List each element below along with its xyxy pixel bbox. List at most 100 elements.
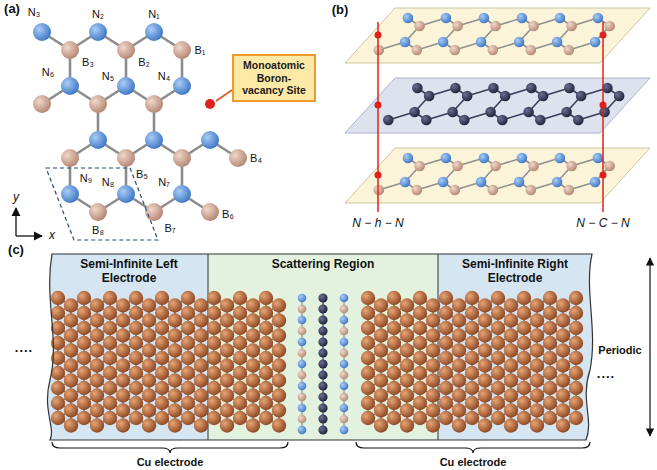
bracket-label: Cu electrode <box>440 456 507 469</box>
atom <box>441 13 452 24</box>
cu-atom <box>478 313 492 327</box>
atom <box>318 359 327 368</box>
atom-label: N₉ <box>80 172 92 185</box>
atom <box>517 13 528 24</box>
cu-atom <box>439 306 453 320</box>
cu-atom <box>181 351 195 365</box>
atom <box>400 37 411 48</box>
cu-atom <box>569 381 583 395</box>
cu-atom <box>233 291 247 305</box>
atom <box>340 327 349 336</box>
atom <box>318 425 327 434</box>
atom <box>479 153 490 164</box>
cu-atom <box>517 411 531 425</box>
cu-atom <box>272 403 286 417</box>
cu-atom <box>77 336 91 350</box>
cu-atom <box>426 403 440 417</box>
cu-atom <box>64 403 78 417</box>
cu-atom <box>387 396 401 410</box>
cu-atom <box>517 351 531 365</box>
atom <box>340 349 349 358</box>
cu-atom <box>504 298 518 312</box>
cu-atom <box>246 313 260 327</box>
atom <box>318 326 327 335</box>
cu-atom <box>452 358 466 372</box>
atom <box>488 45 499 56</box>
cu-atom <box>400 343 414 357</box>
cu-atom <box>413 411 427 425</box>
cu-atom <box>478 343 492 357</box>
cu-atom <box>129 411 143 425</box>
cu-atom <box>168 388 182 402</box>
cu-atom <box>90 358 104 372</box>
cu-atom <box>168 358 182 372</box>
cu-atom <box>246 373 260 387</box>
cu-atom <box>426 343 440 357</box>
cu-atom <box>168 343 182 357</box>
cu-atom <box>220 403 234 417</box>
atom <box>438 177 449 188</box>
alignment-dot <box>600 102 607 109</box>
cu-atom <box>194 388 208 402</box>
atom <box>452 21 463 32</box>
atom <box>173 41 191 59</box>
atom <box>555 13 566 24</box>
cu-atom <box>439 351 453 365</box>
bracket-label: Cu electrode <box>137 456 204 469</box>
cu-atom <box>465 381 479 395</box>
cu-atom <box>400 313 414 327</box>
cu-atom <box>530 388 544 402</box>
cu-atom <box>543 351 557 365</box>
cu-atom <box>155 306 169 320</box>
atom <box>573 115 584 126</box>
cu-atom <box>530 358 544 372</box>
cu-atom <box>51 396 65 410</box>
cu-atom <box>246 403 260 417</box>
atom <box>488 185 499 196</box>
cu-atom <box>259 321 273 335</box>
atom <box>590 177 601 188</box>
device-bands <box>40 250 608 445</box>
cu-atom <box>478 418 492 432</box>
cu-atom <box>465 291 479 305</box>
cu-atom <box>246 298 260 312</box>
cu-atom <box>220 358 234 372</box>
layer-plane <box>345 8 650 63</box>
cu-atom <box>426 328 440 342</box>
atom <box>552 177 563 188</box>
cu-atom <box>116 418 130 432</box>
alignment-dot <box>375 32 382 39</box>
cu-atom <box>361 351 375 365</box>
cu-atom <box>233 336 247 350</box>
atom-label: N₅ <box>102 70 114 83</box>
cu-atom <box>129 351 143 365</box>
layer-plane <box>345 148 650 203</box>
cu-atom <box>491 411 505 425</box>
cu-atom <box>64 358 78 372</box>
atom <box>89 131 107 149</box>
cu-atom <box>220 388 234 402</box>
atom <box>298 371 307 380</box>
cu-atom <box>465 411 479 425</box>
cu-atom <box>465 336 479 350</box>
cu-atom <box>168 328 182 342</box>
cu-atom <box>272 388 286 402</box>
atom <box>298 426 307 435</box>
atom <box>414 161 425 172</box>
atom <box>593 153 604 164</box>
axis-arrow <box>15 208 16 236</box>
atom <box>318 414 327 423</box>
cu-atom <box>181 366 195 380</box>
cu-atom <box>64 418 78 432</box>
cu-atom <box>64 313 78 327</box>
cu-atom <box>413 366 427 380</box>
continuation-dots: .... <box>597 367 615 382</box>
cu-atom <box>543 411 557 425</box>
atom <box>374 185 385 196</box>
cu-atom <box>181 321 195 335</box>
scattering-band <box>208 250 438 445</box>
cu-atom <box>259 351 273 365</box>
heterostructure-stack <box>345 8 650 212</box>
atom <box>412 185 423 196</box>
